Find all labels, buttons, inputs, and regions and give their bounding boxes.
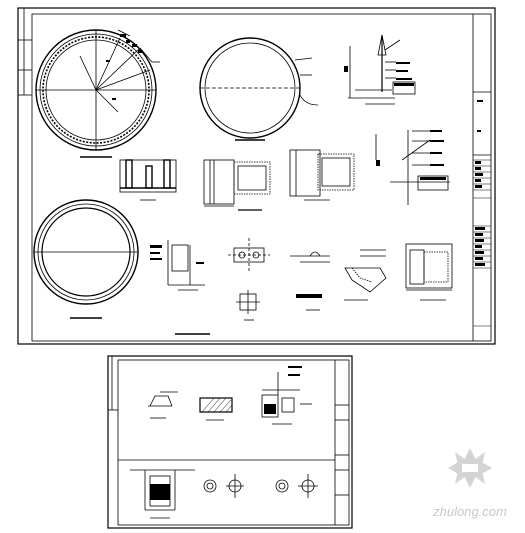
railing-post-detail bbox=[261, 366, 312, 425]
foundation-detail bbox=[150, 240, 205, 291]
sheet-2 bbox=[107, 355, 353, 529]
pipe-ring-detail-2 bbox=[275, 474, 318, 498]
left-binding-strip bbox=[18, 8, 32, 96]
wall-section-1 bbox=[119, 159, 177, 201]
watermark-text: zhulong.com bbox=[432, 504, 507, 519]
pipe-ring-detail-1 bbox=[203, 474, 244, 498]
concrete-detail bbox=[344, 249, 387, 301]
pipe-detail bbox=[290, 251, 330, 311]
wall-section-4 bbox=[405, 243, 453, 301]
tank-plan-circle-detailed bbox=[35, 29, 160, 158]
watermark: zhulong.com bbox=[432, 448, 507, 519]
beam-detail bbox=[148, 391, 178, 419]
hatched-plate-detail bbox=[199, 397, 233, 421]
title-block bbox=[472, 14, 491, 341]
wall-section-3 bbox=[289, 149, 355, 201]
watermark-logo bbox=[448, 448, 492, 488]
tank-plan-circle-plain bbox=[199, 37, 319, 141]
railing-detail bbox=[344, 34, 416, 105]
tank-foundation-circle bbox=[33, 199, 139, 319]
pit-section bbox=[130, 469, 195, 519]
sheet-1 bbox=[17, 7, 496, 345]
anchor-bolt-detail bbox=[228, 238, 270, 321]
wall-section-2 bbox=[203, 159, 271, 211]
railing-detail-2 bbox=[375, 130, 450, 205]
